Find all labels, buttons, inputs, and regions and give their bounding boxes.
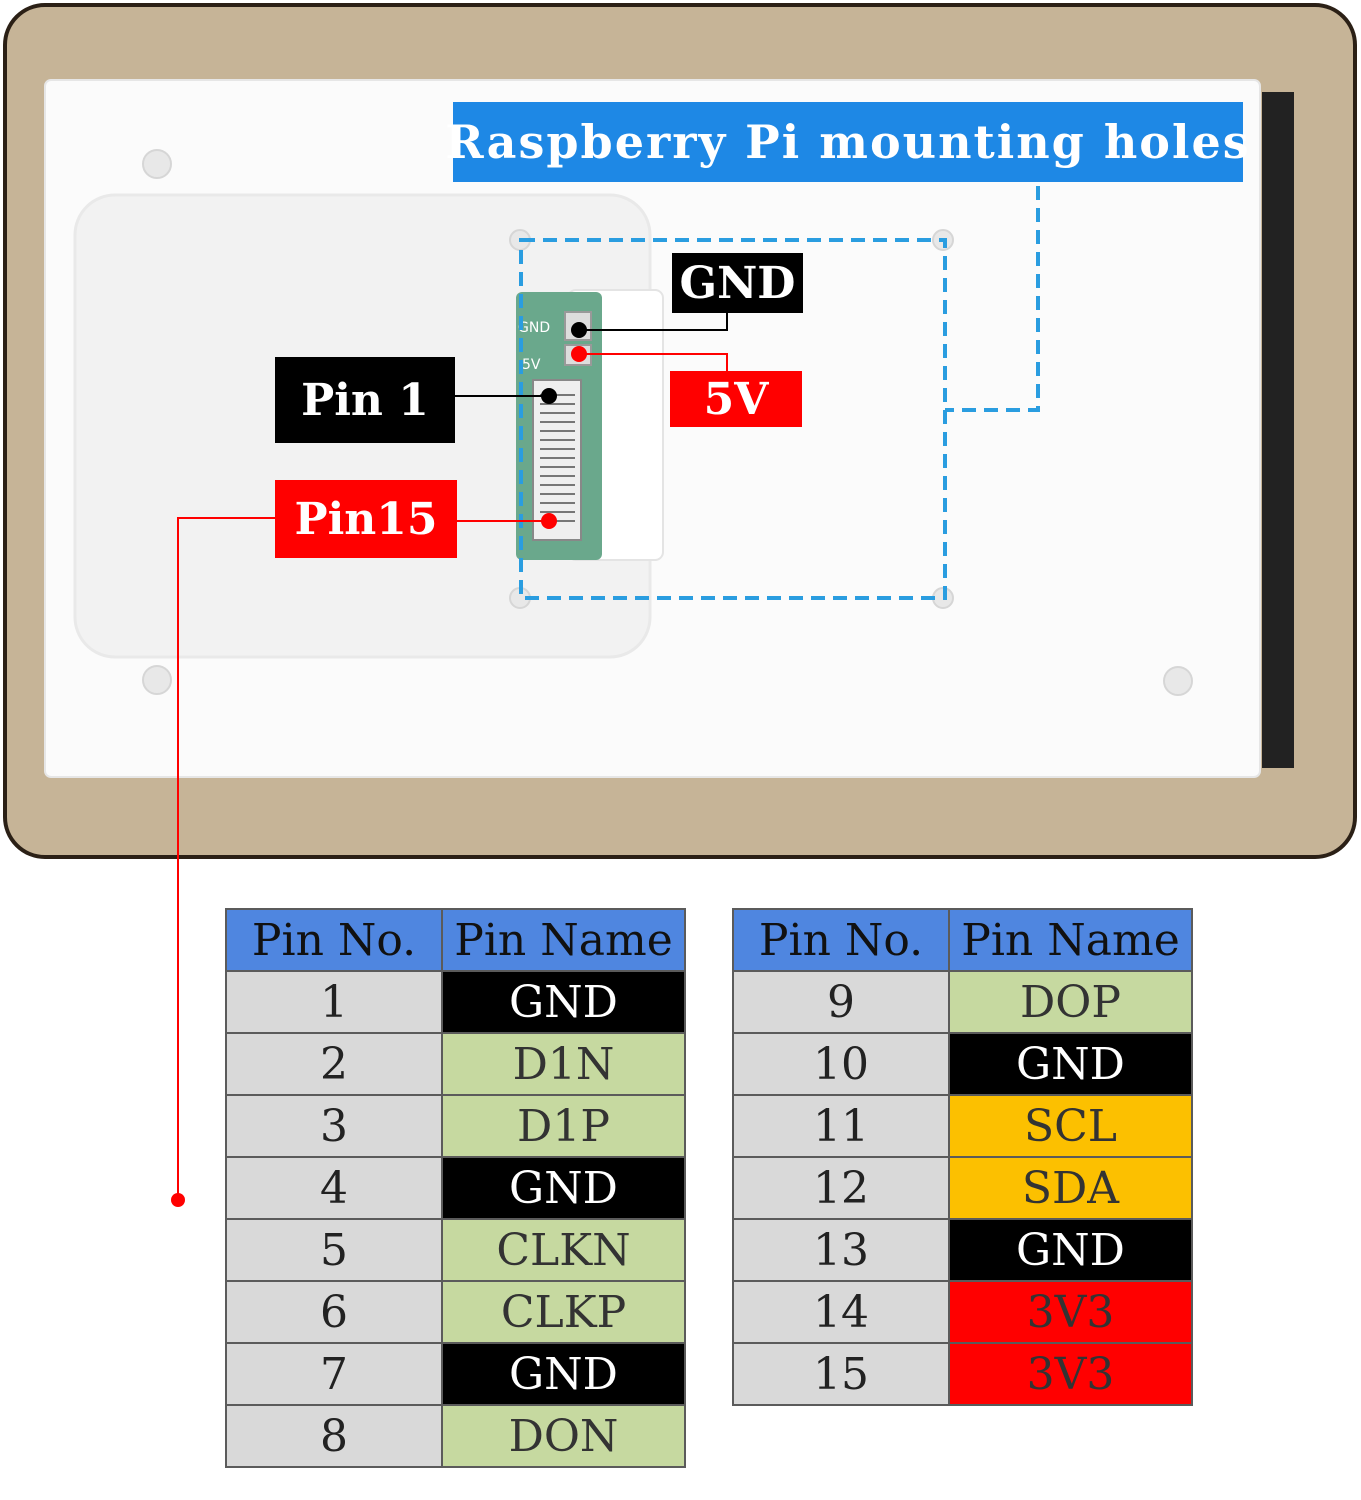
pin-number: 12 [732,1156,950,1220]
pin1-label: Pin 1 [275,357,455,443]
pin-number: 3 [225,1094,443,1158]
pin-number: 14 [732,1280,950,1344]
pin-name: DOP [948,970,1193,1034]
header-pin-no: Pin No. [732,908,950,972]
pin15-end-dot [171,1193,185,1207]
pin-name: SCL [948,1094,1193,1158]
header-pin-no: Pin No. [225,908,443,972]
pin-number: 6 [225,1280,443,1344]
pin-name: CLKP [441,1280,686,1344]
header-pin-name: Pin Name [441,908,686,972]
plate-screw [1163,666,1193,696]
pin-number: 15 [732,1342,950,1406]
plate-screw [142,149,172,179]
5v-leader [579,353,728,372]
mounting-holes-leader [945,186,1040,412]
pin-name: 3V3 [948,1280,1193,1344]
fpc-connector [532,379,582,541]
pin-number: 10 [732,1032,950,1096]
header-pin-name: Pin Name [948,908,1193,972]
5v-dot [571,346,587,362]
silk-gnd: GND [518,320,550,336]
pin15-dot [541,513,557,529]
mounting-holes-label: Raspberry Pi mounting holes [445,102,1249,182]
pin15-long-leader [177,517,276,1200]
pin-name: SDA [948,1156,1193,1220]
pin-name: GND [441,970,686,1034]
pin-name: D1P [441,1094,686,1158]
mounting-holes-outline [519,238,947,600]
pin-name: DON [441,1404,686,1468]
pin-number: 13 [732,1218,950,1282]
pin1-dot [541,388,557,404]
pin-name: GND [948,1218,1193,1282]
silk-5v: 5V [522,357,541,373]
gnd-label: GND [672,253,803,313]
pin-number: 1 [225,970,443,1034]
pin-name: D1N [441,1032,686,1096]
pin-number: 4 [225,1156,443,1220]
pin-name: GND [441,1156,686,1220]
plate-screw [142,665,172,695]
pin15-label: Pin15 [275,480,457,558]
display-edge [1262,92,1294,768]
pin-number: 7 [225,1342,443,1406]
5v-label: 5V [670,371,802,427]
pin-name: GND [441,1342,686,1406]
gnd-leader [579,312,728,331]
pin-number: 11 [732,1094,950,1158]
pin-name: CLKN [441,1218,686,1282]
pin-number: 5 [225,1218,443,1282]
pin-number: 8 [225,1404,443,1468]
pin-name: GND [948,1032,1193,1096]
pin-number: 9 [732,970,950,1034]
pin-name: 3V3 [948,1342,1193,1406]
pin-number: 2 [225,1032,443,1096]
gnd-dot [571,322,587,338]
